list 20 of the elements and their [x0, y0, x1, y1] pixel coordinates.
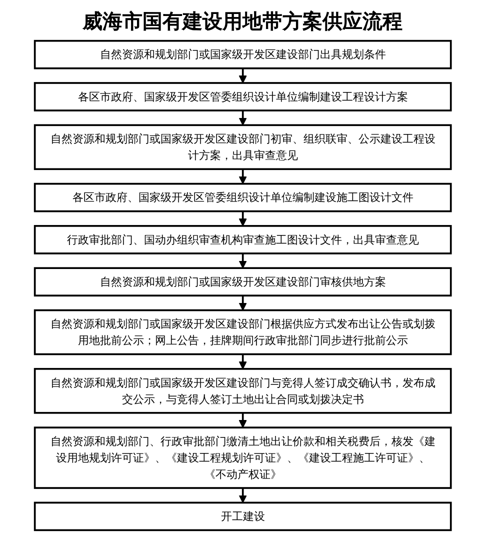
arrow	[238, 110, 247, 126]
arrow	[238, 253, 247, 268]
arrow	[238, 412, 247, 428]
arrow	[238, 488, 247, 504]
process-box: 自然资源和规划部门或国家级开发区建设部门初审、组织联审、公示建设工程设计方案，出具审查意见	[34, 124, 452, 170]
arrow	[238, 68, 247, 84]
arrow	[238, 169, 247, 184]
process-box: 自然资源和规划部门或国家级开发区建设部门审核供地方案	[34, 267, 452, 296]
arrow	[238, 354, 247, 370]
process-box: 行政审批部门、国动办组织审查机构审查施工图设计文件，出具审查意见	[34, 225, 452, 254]
process-box: 各区市政府、国家级开发区管委组织设计单位编制建设施工图设计文件	[34, 182, 452, 212]
process-box: 自然资源和规划部门或国家级开发区建设部门与竞得人签订成交确认书，发布成交公示，与竞得人签订土地出让合同或划拨决定书	[34, 368, 452, 414]
process-box: 自然资源和规划部门或国家级开发区建设部门出具规划条件	[34, 40, 452, 70]
process-box: 自然资源和规划部门或国家级开发区建设部门根据供应方式发布出让公告或划拨用地批前公示；网上公告，挂牌期间行政审批部门同步进行批前公示	[34, 309, 452, 356]
diagram-title: 威海市国有建设用地带方案供应流程	[82, 8, 402, 35]
process-box: 自然资源和规划部门、行政审批部门缴清土地出让价款和相关税费后，核发《建设用地规划许可证》、《建设工程规划许可证》、《建设工程施工许可证》、《不动产权证》	[34, 426, 452, 489]
arrow	[238, 296, 247, 311]
process-box: 开工建设	[34, 502, 452, 532]
arrow	[238, 211, 247, 226]
process-box: 各区市政府、国家级开发区管委组织设计单位编制建设工程设计方案	[34, 82, 452, 112]
